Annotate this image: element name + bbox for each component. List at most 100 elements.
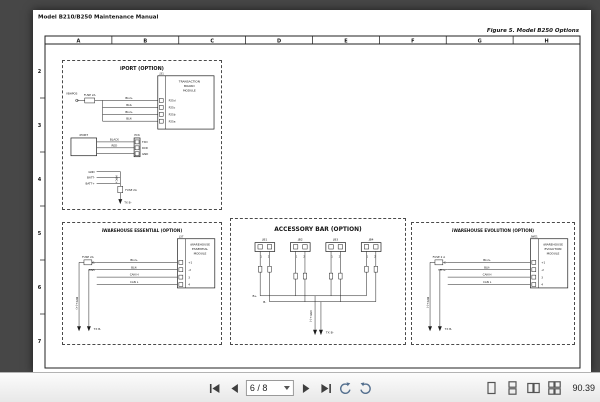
svg-text:CAN L: CAN L [130,280,139,284]
continuous-facing-icon [548,381,561,395]
svg-text:JB3: JB3 [332,238,338,242]
svg-text:MPC+(-): MPC+(-) [426,297,430,308]
drawing-frame: Model B210/B250 Maintenance Manual Figur… [38,15,581,369]
svg-text:BLACK: BLACK [110,137,119,141]
doc-title: Model B210/B250 Maintenance Manual [38,15,159,21]
iport-option-diagram: iPORT (OPTION) J31 TRANSACTION BOARD MOD… [62,60,222,210]
svg-text:B-: B- [263,300,266,304]
grid-column-ticks [111,36,514,44]
continuous-facing-view-button[interactable] [546,379,563,397]
svg-text:1: 1 [367,254,369,258]
svg-text:BATT+: BATT+ [85,182,95,186]
svg-text:A: A [77,39,81,45]
page-number-box[interactable] [245,380,294,396]
accessory-connector-jb3: JB3 1 2 [325,238,346,302]
svg-text:+1: +1 [541,261,545,265]
svg-text:-2: -2 [188,268,191,272]
svg-text:EVOLUTION: EVOLUTION [545,247,562,251]
first-page-button[interactable] [206,379,223,397]
accessory-connector-jb4: JB4 1 2 [360,238,382,302]
evolution-module: JWE1 iWAREHOUSE EVOLUTION MODULE [530,234,569,289]
essential-module: J37 iWAREHOUSE ESSENTIAL MODULE [177,234,216,289]
accessory-title: ACCESSORY BAR (OPTION) [274,227,362,233]
essential-title: iWAREHOUSE ESSENTIAL (OPTION) [102,228,183,233]
svg-text:BLU+: BLU+ [125,110,133,114]
svg-text:MPC+: MPC+ [114,175,118,184]
svg-text:JB1: JB1 [261,238,267,242]
page-dropdown-icon[interactable] [283,386,290,390]
svg-text:4: 4 [541,283,543,287]
svg-text:3: 3 [188,275,190,279]
zoom-level[interactable]: 90.39 [572,383,595,393]
svg-text:CAN H: CAN H [483,273,492,277]
page-navigation-group [206,373,374,402]
svg-text:D: D [277,39,281,45]
svg-text:2: 2 [339,254,341,258]
page-number-input[interactable] [249,382,284,394]
svg-text:FUSE 2 A: FUSE 2 A [433,255,446,259]
facing-view-button[interactable] [525,379,542,397]
svg-text:5: 5 [38,231,42,237]
svg-text:FUSE 2A: FUSE 2A [125,188,137,192]
iport-device: iPORT PC6 BLACK RED TXD RXD GND [70,133,148,158]
first-page-icon [209,383,219,393]
svg-text:7: 7 [38,339,42,345]
svg-text:TX B-: TX B- [93,327,101,331]
svg-text:RED: RED [111,143,117,147]
view-mode-group: 90.39 [483,373,595,402]
previous-page-button[interactable] [226,379,243,397]
svg-text:CAN H: CAN H [130,273,139,277]
svg-text:4: 4 [188,283,190,287]
previous-view-button[interactable] [337,379,354,397]
evolution-feed: FUSE 2 A MPC+(-) TX B- [426,255,452,331]
last-page-button[interactable] [317,379,334,397]
next-page-icon [302,383,309,393]
svg-text:6: 6 [38,285,42,291]
svg-text:BLK-: BLK- [131,265,137,269]
svg-text:B: B [143,39,147,45]
svg-text:TXD: TXD [141,140,148,144]
svg-text:JB4: JB4 [368,238,374,242]
svg-text:2: 2 [268,254,270,258]
iwarehouse-evolution-diagram: iWAREHOUSE EVOLUTION (OPTION) JWE1 iWARE… [411,222,575,345]
svg-text:2: 2 [303,254,305,258]
iport-tail-wiring: GND BATT- BATT+ FUSE 2A MPC+ TX B- [85,170,136,205]
svg-text:P25c: P25c [169,106,176,110]
svg-text:G: G [478,39,482,45]
continuous-view-button[interactable] [504,379,521,397]
single-page-view-button[interactable] [483,379,500,397]
next-view-button[interactable] [357,379,374,397]
previous-page-icon [230,383,238,393]
svg-text:C: C [210,39,214,45]
next-page-button[interactable] [297,379,314,397]
figure-caption: Figure 5. Model B250 Options [487,28,580,34]
essential-feed: FUSE 2A MPC+(+) TX B- [75,255,101,331]
svg-text:3: 3 [541,275,543,279]
facing-pages-icon [527,382,540,394]
last-page-icon [320,383,331,393]
svg-text:GND: GND [142,152,148,156]
svg-text:MPC+(-): MPC+(-) [309,311,313,322]
svg-text:BLU+: BLU+ [483,258,491,262]
svg-text:B+: B+ [252,294,257,298]
grid-row-ticks [40,97,45,315]
grid-row-labels: 2 3 4 5 6 7 [38,69,42,345]
essential-wiring: PIN1 PIN5 BLU+ BLK- CAN H CAN L +1 -2 3 … [88,258,193,287]
svg-text:J37: J37 [178,234,184,238]
svg-text:2: 2 [38,69,42,75]
svg-text:4: 4 [38,177,42,183]
pdf-page: Model B210/B250 Maintenance Manual Figur… [33,10,591,372]
svg-text:TRANSACTION: TRANSACTION [178,80,200,84]
svg-text:+1: +1 [188,261,192,265]
svg-text:P25a: P25a [169,119,176,123]
svg-text:P25d: P25d [169,99,176,103]
svg-text:FUSE 2A: FUSE 2A [82,255,94,259]
svg-text:J31: J31 [159,71,165,75]
svg-text:BLU+: BLU+ [130,258,138,262]
svg-text:FUSE 2A: FUSE 2A [84,93,96,97]
svg-text:1: 1 [260,254,262,258]
svg-text:P25b: P25b [169,113,176,117]
svg-text:BLU+: BLU+ [125,96,133,100]
svg-text:TX B-: TX B- [123,201,131,205]
